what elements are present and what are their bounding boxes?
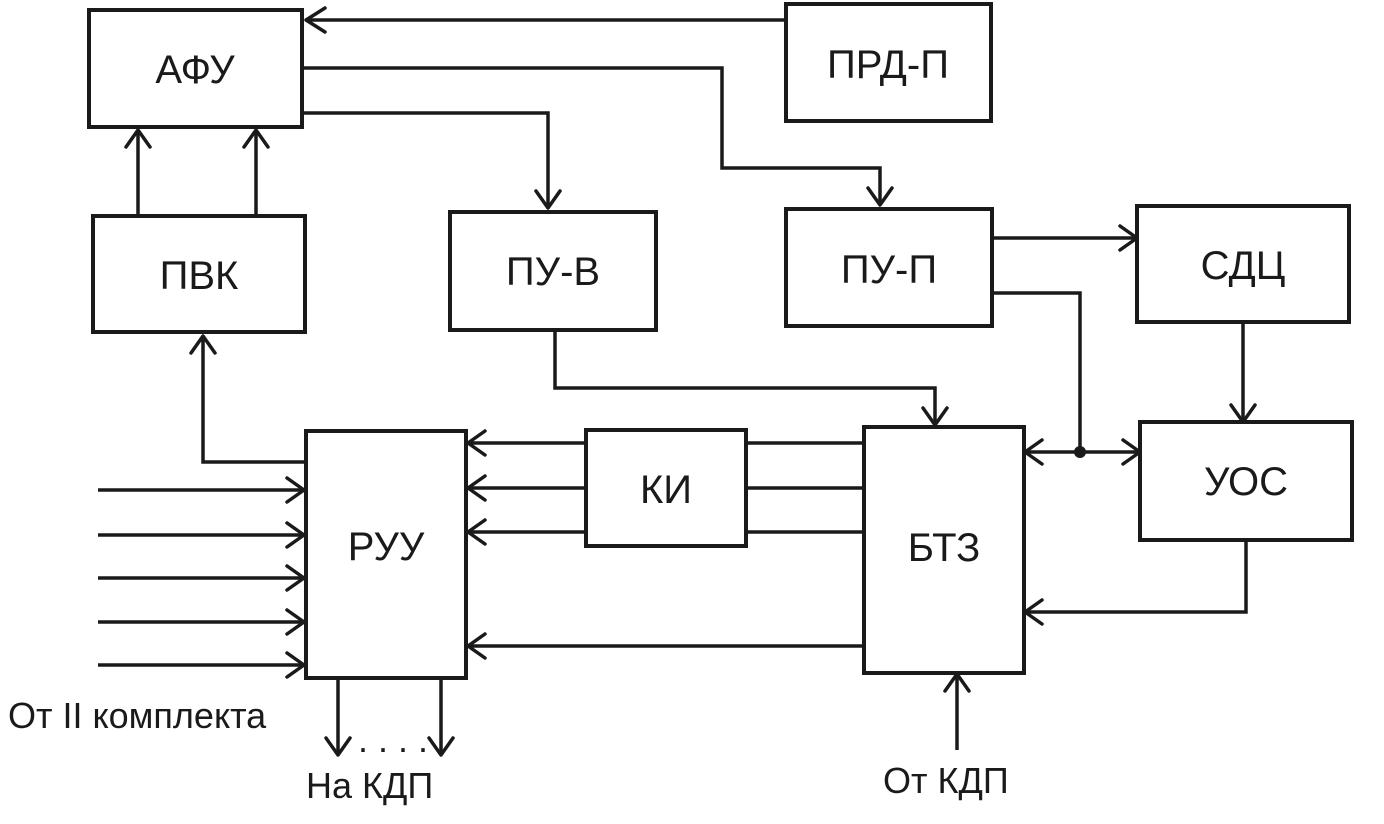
arrowhead-pup-from-afu (866, 186, 894, 207)
block-pu-p: ПУ-П (784, 207, 994, 328)
block-pu-v-label: ПУ-В (506, 250, 600, 294)
block-uos-label: УОС (1204, 460, 1288, 504)
block-ki: КИ (584, 428, 748, 548)
block-pvk-label: ПВК (160, 254, 239, 298)
caption-ellipsis: . . . . (358, 719, 428, 760)
connections (98, 6, 1257, 757)
arrowhead-kdp-1 (324, 736, 352, 757)
block-uos: УОС (1138, 420, 1354, 542)
caption-from-complex-2: От II комплекта (8, 695, 267, 736)
block-afu: АФУ (87, 8, 304, 129)
wire-afu-to-pup (302, 66, 882, 205)
block-btz: БТЗ (862, 425, 1026, 675)
block-ruu-label: РУУ (348, 525, 425, 569)
junction-dot (1074, 446, 1086, 458)
wire-puv-to-btz (553, 332, 937, 425)
arrowhead-afu-from-pvk-2 (242, 128, 270, 149)
block-pvk: ПВК (91, 214, 307, 334)
caption-to-kdp: На КДП (306, 765, 433, 806)
arrowhead-puv-from-afu (534, 189, 562, 210)
caption-from-kdp: От КДП (883, 760, 1009, 801)
block-prd-p-label: ПРД-П (827, 43, 949, 87)
wire-afu-to-puv (302, 111, 550, 208)
wire-uos-to-btz (1025, 540, 1248, 614)
block-afu-label: АФУ (155, 48, 235, 92)
wire-ruu-to-pvk (201, 336, 306, 464)
block-pu-v: ПУ-В (448, 210, 658, 332)
arrowhead-afu-from-pvk-1 (124, 128, 152, 149)
block-sdc-label: СДЦ (1201, 244, 1286, 288)
arrowhead-afu-from-prdp (304, 6, 327, 34)
block-prd-p: ПРД-П (784, 2, 993, 123)
block-sdc: СДЦ (1135, 204, 1351, 324)
block-ki-label: КИ (640, 468, 692, 512)
wire-pup-to-junction (992, 291, 1082, 452)
arrowhead-pvk-from-ruu (189, 334, 217, 355)
block-pu-p-label: ПУ-П (841, 248, 937, 292)
block-ruu: РУУ (304, 429, 468, 680)
arrowhead-kdp-2 (427, 736, 455, 757)
block-btz-label: БТЗ (908, 526, 981, 570)
